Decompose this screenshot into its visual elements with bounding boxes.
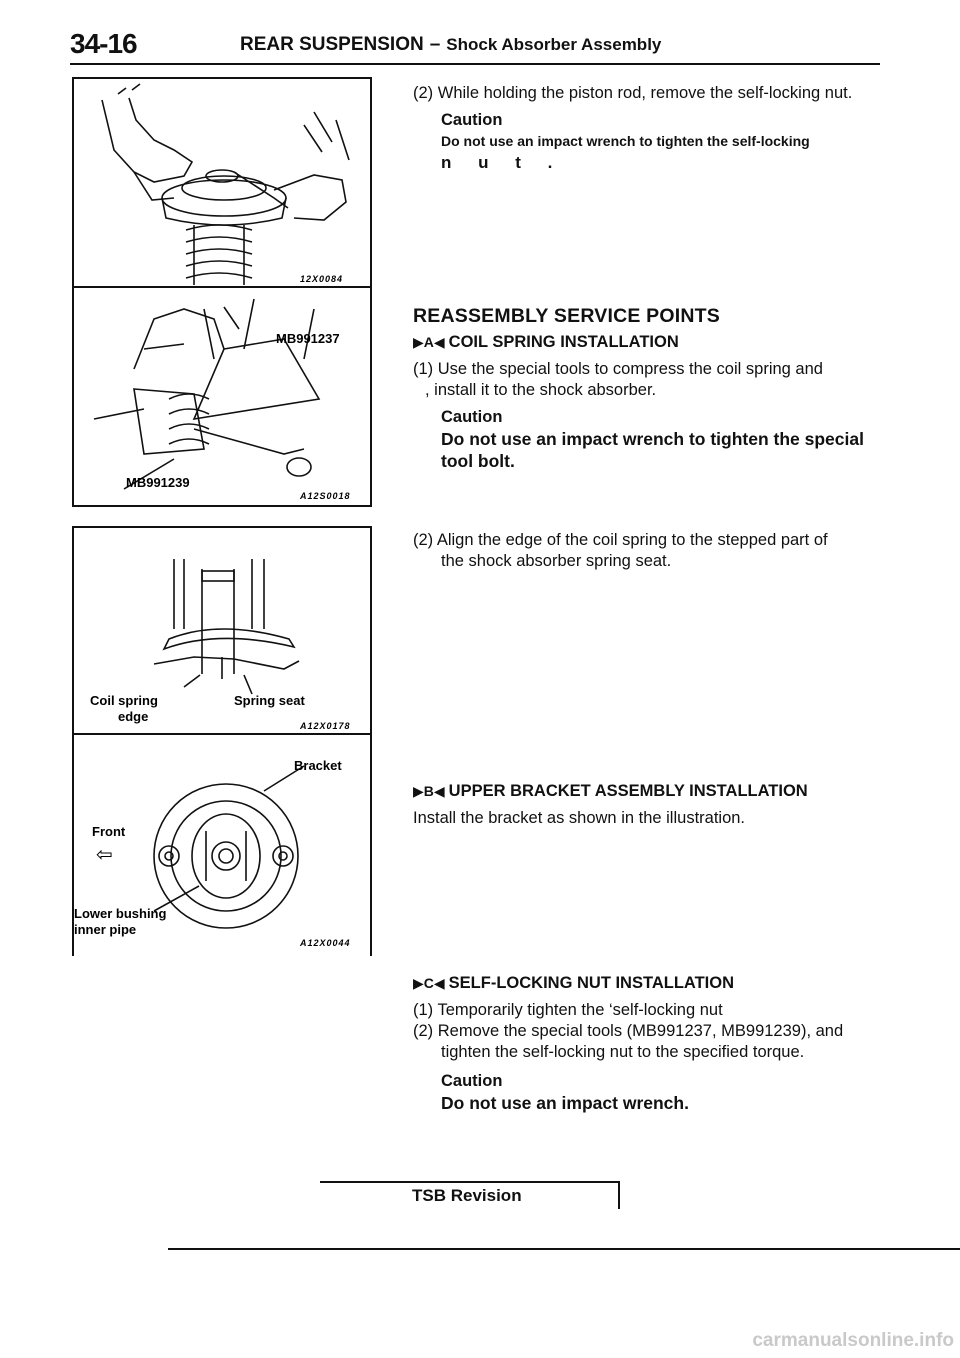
caution-label: Caution xyxy=(441,111,503,129)
bracket-label: Bracket xyxy=(294,758,342,773)
figure-code: A12S0018 xyxy=(299,491,351,501)
footer-rule xyxy=(168,1248,960,1250)
footer-box xyxy=(320,1181,620,1209)
figure-divider-1 xyxy=(72,286,372,288)
step-c2-line2: tighten the self-locking nut to the spec… xyxy=(441,1043,805,1061)
front-label: Front xyxy=(92,824,126,839)
subsection-c-heading: ▶C◀ SELF-LOCKING NUT INSTALLATION xyxy=(413,974,734,993)
page-number: 34-16 xyxy=(70,28,138,59)
subsection-c-title: SELF-LOCKING NUT INSTALLATION xyxy=(448,974,735,992)
figure-divider-2 xyxy=(72,505,372,507)
figure-divider-4 xyxy=(72,733,372,735)
upper-bracket-illustration: Bracket Front ⇦ Lower bushing inner pipe… xyxy=(74,758,351,948)
spring-compressor-illustration: MB991237 MB991239 A12S0018 xyxy=(93,298,351,501)
figure-code: A12X0044 xyxy=(299,938,351,948)
watermark: carmanualsonline.info xyxy=(752,1330,954,1351)
subsection-b-heading: ▶B◀ UPPER BRACKET ASSEMBLY INSTALLATION xyxy=(413,782,808,801)
caution-line1: Do not use an impact wrench to tighten t… xyxy=(441,429,864,449)
subsection-b-body: Install the bracket as shown in the illu… xyxy=(413,809,746,827)
marker-a-icon: ▶A◀ xyxy=(413,334,445,350)
page-title: REAR SUSPENSION–Shock Absorber Assembly xyxy=(240,34,661,56)
marker-c-icon: ▶C◀ xyxy=(413,975,445,991)
caution-line2: tool bolt. xyxy=(441,451,515,471)
lower-bushing-label: Lower bushing xyxy=(74,906,167,921)
step-remove-nut-text: (2) While holding the piston rod, remove… xyxy=(413,84,853,102)
subsection-b-title: UPPER BRACKET ASSEMBLY INSTALLATION xyxy=(448,782,808,800)
subsection-a-heading: ▶A◀ COIL SPRING INSTALLATION xyxy=(413,333,679,352)
figure-code: 12X0084 xyxy=(300,274,343,284)
caution-text: Do not use an impact wrench to tighten t… xyxy=(441,133,810,149)
step-c2-line1: (2) Remove the special tools (MB991237, … xyxy=(413,1022,844,1040)
step-a2-line1: (2) Align the edge of the coil spring to… xyxy=(413,531,828,549)
step-a1-line1: (1) Use the special tools to compress th… xyxy=(413,360,823,378)
tsb-revision-label: TSB Revision xyxy=(412,1186,522,1205)
caution-text: Do not use an impact wrench. xyxy=(441,1093,689,1113)
front-arrow-icon: ⇦ xyxy=(96,844,113,866)
caution-text-continued: n u t . xyxy=(441,153,564,172)
caution-label: Caution xyxy=(441,1072,503,1090)
subsection-c-body: (1) Temporarily tighten the ‘self-lockin… xyxy=(413,1000,883,1114)
figure-column-lower xyxy=(72,526,372,956)
header-rule xyxy=(70,63,880,65)
figure-top-border xyxy=(72,77,372,79)
coil-spring-label: Coil spring xyxy=(90,693,158,708)
subsection-a-body: (1) Use the special tools to compress th… xyxy=(413,359,883,472)
figure-code: A12X0178 xyxy=(299,721,351,731)
section-subtitle: Shock Absorber Assembly xyxy=(446,35,662,54)
spring-seat-label: Spring seat xyxy=(234,693,305,708)
figure-column-upper xyxy=(72,77,372,507)
edge-label: edge xyxy=(118,709,148,724)
inner-pipe-label: inner pipe xyxy=(74,922,136,937)
section-title: REAR SUSPENSION xyxy=(240,34,424,55)
marker-b-icon: ▶B◀ xyxy=(413,783,445,799)
figure-divider-3 xyxy=(72,526,372,528)
reassembly-heading: REASSEMBLY SERVICE POINTS xyxy=(413,305,720,327)
step-a2: (2) Align the edge of the coil spring to… xyxy=(413,530,883,572)
step-a1-line2: , install it to the shock absorber. xyxy=(425,381,657,399)
step-a2-line2: the shock absorber spring seat. xyxy=(441,552,672,570)
step-c1: (1) Temporarily tighten the ‘self-lockin… xyxy=(413,1001,723,1019)
subsection-a-title: COIL SPRING INSTALLATION xyxy=(448,333,679,351)
tool-label-mb991239: MB991239 xyxy=(126,475,190,490)
caution-label: Caution xyxy=(441,408,503,426)
step-remove-nut: (2) While holding the piston rod, remove… xyxy=(413,83,883,173)
spring-seat-illustration: Coil spring edge Spring seat A12X0178 xyxy=(90,559,351,731)
tool-label-mb991237: MB991237 xyxy=(276,331,340,346)
nut-removal-illustration: 12X0084 xyxy=(101,83,350,285)
title-dash: – xyxy=(429,34,441,55)
